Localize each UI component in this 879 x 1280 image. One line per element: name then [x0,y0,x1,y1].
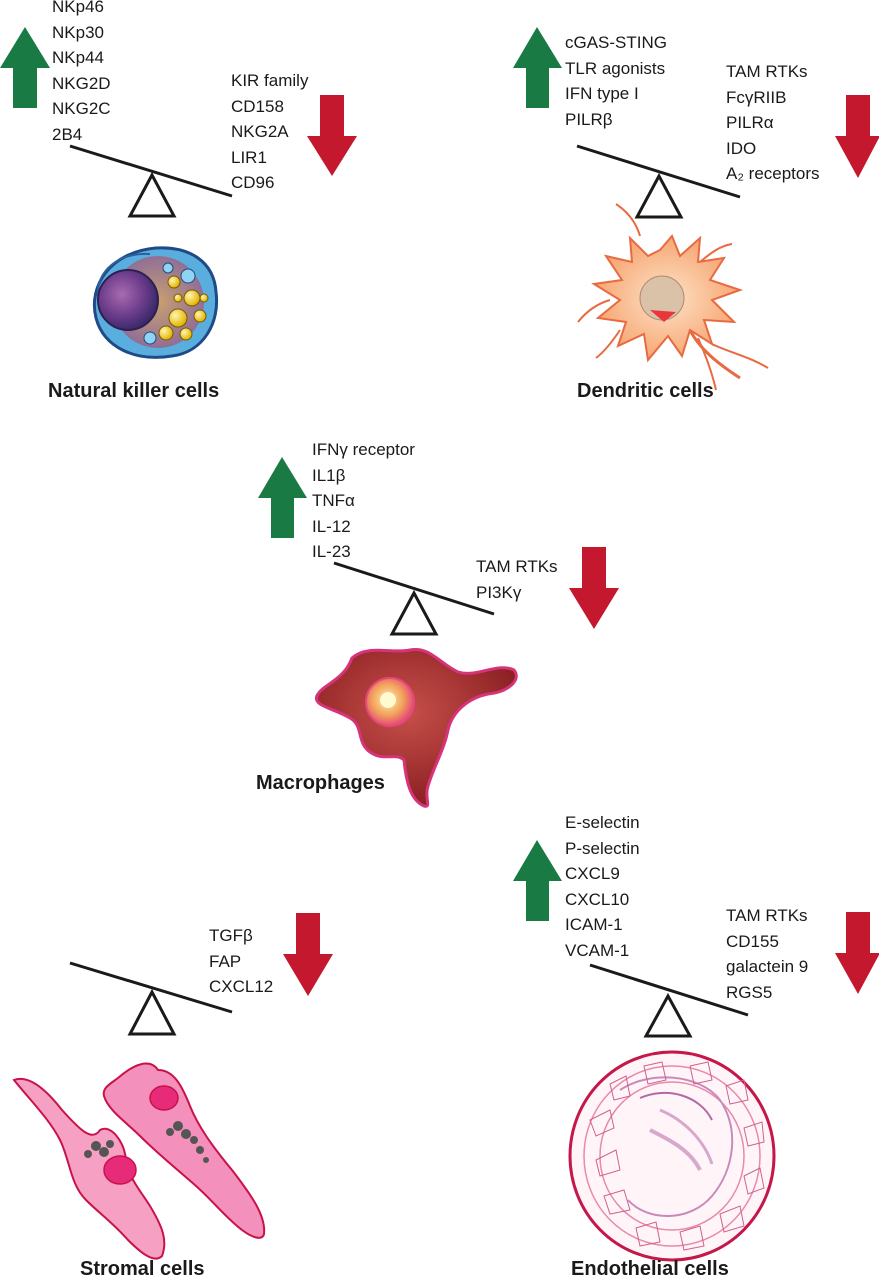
endo-activating-item: CXCL9 [565,864,620,883]
mac-down-arrow [569,547,619,629]
endo-beam [589,963,749,1017]
stromal-fulcrum [127,988,177,1036]
mac-activating-item: IL-23 [312,542,351,561]
nk-inhibitory-item: LIR1 [231,147,267,167]
mac-activating-item: IFNγ receptor [312,440,415,459]
dc-up-arrow [513,27,562,108]
mac-beam [333,561,495,616]
dc-title: Dendritic cells [577,380,714,402]
mac-balance [258,457,619,636]
endo-down-arrow [835,912,879,994]
endo-activating-item: ICAM-1 [565,915,623,934]
stromal-beam [69,961,233,1014]
endo-inhibitory-list: TAM RTKs CD155 galactein 9 RGS5 [726,903,808,1005]
endo-cell-illustration [568,1050,776,1262]
dc-activating-item: PILRβ [565,109,613,129]
nk-inhibitory-list: KIR family CD158 NKG2A LIR1 CD96 [231,68,308,196]
mac-activating-item: TNFα [312,491,355,510]
dc-inhibitory-item: PILRα [726,113,774,132]
endo-title: Endothelial cells [571,1258,729,1280]
endo-activating-item: CXCL10 [565,889,630,909]
endo-activating-list: E-selectin P-selectin CXCL9 CXCL10 ICAM-… [565,810,640,963]
dc-activating-item: cGAS-STING [565,33,668,52]
mac-activating-list: IFNγ receptor IL1β TNFα IL-12 IL-23 [312,437,415,565]
nk-activating-item: NKp46 [52,0,104,16]
endo-activating-item: VCAM-1 [565,940,630,960]
endo-inhibitory-item: galactein 9 [726,957,809,976]
nk-inhibitory-item: CD96 [231,173,275,192]
nk-inhibitory-item: CD158 [231,96,284,116]
dc-cell-illustration [577,203,769,391]
stromal-cell-illustration [12,1062,266,1260]
nk-activating-item: NKp44 [52,48,104,67]
dc-inhibitory-item: FcγRIIB [726,87,787,107]
nk-up-arrow [0,27,50,108]
mac-cell-illustration [314,647,518,808]
endo-inhibitory-item: RGS5 [726,982,773,1002]
dc-beam [576,144,741,199]
mac-title: Macrophages [256,772,385,794]
dc-inhibitory-item: TAM RTKs [726,62,808,81]
stromal-down-arrow [283,913,333,996]
stromal-inhibitory-item: CXCL12 [209,977,274,996]
dc-inhibitory-item: A₂ receptors [726,164,820,183]
endo-activating-item: E-selectin [565,813,640,832]
mac-activating-item: IL-12 [312,516,351,536]
endo-up-arrow [513,840,562,921]
dc-activating-item: IFN type I [565,84,639,103]
stromal-inhibitory-list: TGFβ FAP CXCL12 [209,923,273,1000]
endo-balance [513,840,879,1038]
endo-inhibitory-item: CD155 [726,931,779,951]
nk-inhibitory-item: NKG2A [231,122,289,141]
dc-activating-list: cGAS-STING TLR agonists IFN type I PILRβ [565,30,667,132]
nk-activating-list: NKp46 NKp30 NKp44 NKG2D NKG2C 2B4 [52,0,111,147]
mac-fulcrum [389,589,439,636]
nk-title: Natural killer cells [48,380,220,402]
stromal-title: Stromal cells [80,1258,205,1280]
mac-up-arrow [258,457,307,538]
dc-fulcrum [634,172,684,219]
nk-fulcrum [127,171,177,218]
nk-beam [69,144,233,198]
endo-fulcrum [643,992,693,1038]
nk-down-arrow [307,95,357,176]
nk-balance [0,27,357,218]
mac-inhibitory-list: TAM RTKs PI3Kγ [476,554,558,605]
endo-inhibitory-item: TAM RTKs [726,906,808,925]
nk-inhibitory-item: KIR family [231,71,309,90]
dc-activating-item: TLR agonists [565,58,666,78]
endo-activating-item: P-selectin [565,838,640,858]
nk-activating-item: NKp30 [52,22,104,42]
dc-down-arrow [835,95,879,178]
dc-inhibitory-item: IDO [726,138,757,158]
stromal-inhibitory-item: FAP [209,951,242,971]
nk-activating-item: NKG2D [52,73,111,93]
nk-cell-illustration [93,246,219,359]
mac-inhibitory-item: TAM RTKs [476,557,558,576]
nk-activating-item: 2B4 [52,124,83,144]
mac-activating-item: IL1β [312,465,346,485]
nk-activating-item: NKG2C [52,99,111,118]
dc-balance [513,27,879,219]
mac-inhibitory-item: PI3Kγ [476,582,522,602]
dc-inhibitory-list: TAM RTKs FcγRIIB PILRα IDO A₂ receptors [726,59,820,187]
stromal-inhibitory-item: TGFβ [209,926,253,945]
stromal-balance [69,913,333,1036]
